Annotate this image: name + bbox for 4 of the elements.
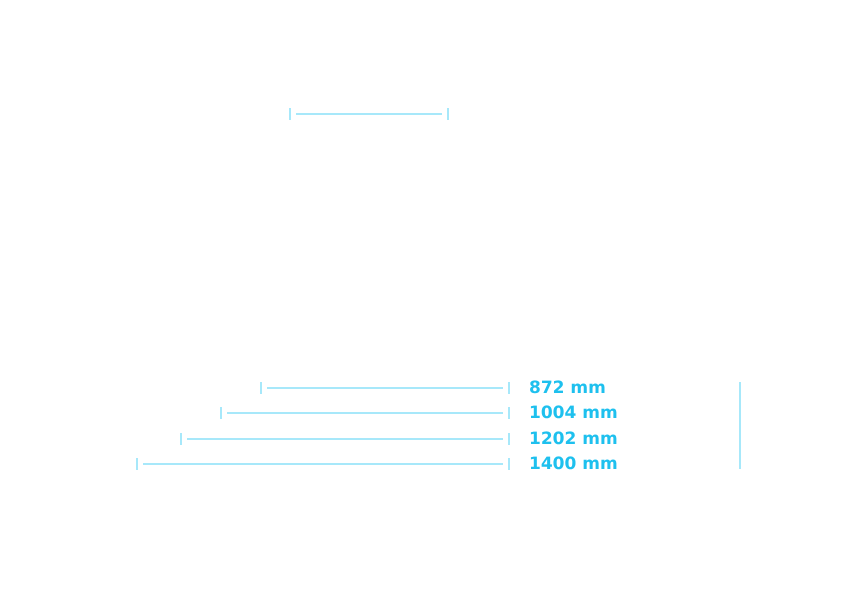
dimension-label: 872 mm [529, 378, 606, 398]
dimension-label: 1400 mm [529, 454, 618, 474]
dimension-label: 1202 mm [529, 429, 618, 449]
dimension-label: 1004 mm [529, 403, 618, 423]
